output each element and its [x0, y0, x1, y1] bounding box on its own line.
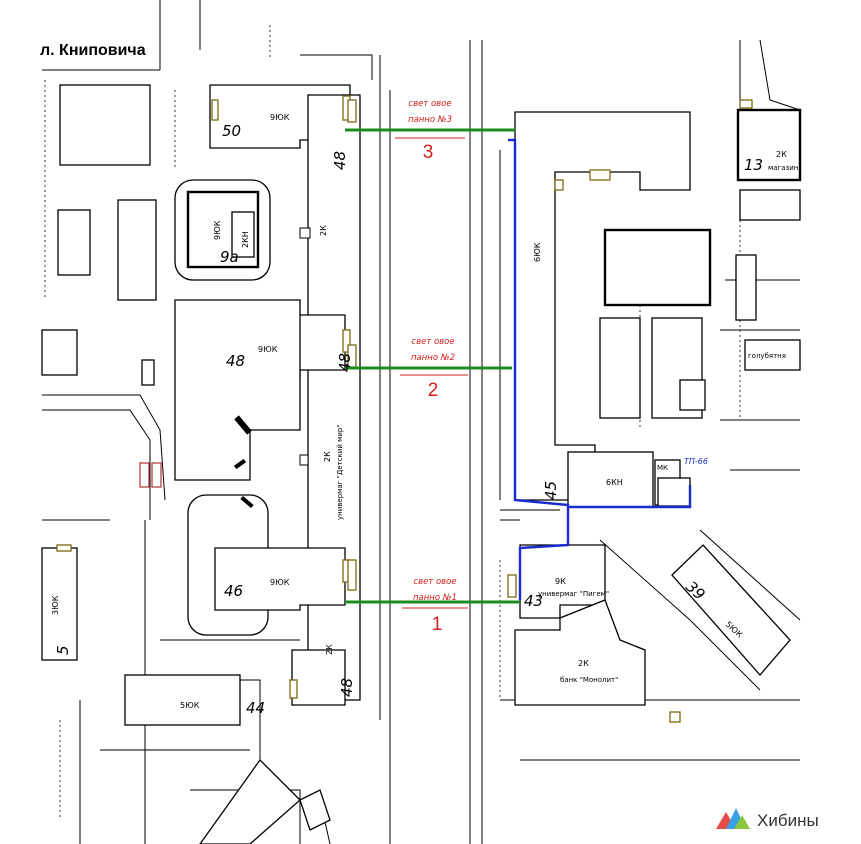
house-number-45: 45 — [542, 481, 560, 500]
building-9a-annex — [231, 211, 255, 258]
floors-48-middle: 9ЮК — [258, 345, 278, 354]
power-cable-tp — [568, 485, 692, 509]
house-number-48-bottom: 48 — [338, 678, 356, 697]
floors-44: 5ЮК — [180, 701, 200, 710]
floors-46: 9ЮК — [270, 578, 290, 587]
note-children-world: универмаг "Детский мир" — [336, 424, 344, 520]
courtyard-kiosk — [679, 379, 706, 411]
house-number-46: 46 — [224, 582, 243, 600]
courtyard-building — [603, 228, 712, 307]
buildings — [41, 84, 802, 844]
building-bottom-diagonal — [199, 758, 301, 844]
building-top-left — [59, 84, 151, 166]
house-number-44: 44 — [246, 699, 265, 717]
block-middle-left — [174, 299, 301, 481]
floors-50: 9ЮК — [270, 113, 290, 122]
note-13: магазин — [768, 164, 798, 172]
note-bank: банк "Монолит" — [560, 676, 618, 684]
panel-1-number: 1 — [432, 614, 443, 635]
power-cable-blue — [508, 138, 570, 600]
floors-2k-bank: 2К — [578, 659, 589, 668]
panel-2-label-line1: свет овое — [411, 337, 454, 347]
building-kiosk — [141, 359, 155, 386]
panel-1-label-line1: свет овое — [413, 577, 456, 587]
building-left-small — [57, 209, 91, 276]
note-dovecote: голубятня — [748, 352, 786, 360]
panel-3-label-line1: свет овое — [408, 99, 451, 109]
house-number-5: 5 — [54, 645, 72, 655]
building-bottom-small — [299, 789, 331, 831]
floors-48-top-long: 2К — [319, 225, 328, 236]
cable-routes — [345, 128, 692, 609]
street-name: л. Книповича — [40, 42, 146, 59]
building-5 — [41, 547, 78, 661]
panel-2-label-line2: панно №2 — [411, 353, 455, 363]
building-43 — [519, 544, 606, 619]
house-number-48-middle: 48 — [226, 352, 245, 370]
building-39 — [671, 544, 791, 676]
markers — [139, 227, 311, 509]
panel-1-label-line2: панно №1 — [413, 593, 457, 603]
panel-2-number: 2 — [428, 380, 439, 401]
mountain-green-icon — [734, 815, 750, 829]
building-2k-bank — [514, 599, 646, 706]
building-right-small — [735, 254, 757, 321]
floors-9a-side: 2КН — [241, 231, 250, 248]
building-46 — [214, 547, 346, 611]
floors-9a: 9ЮК — [213, 220, 222, 240]
floors-48-bottom: 2К — [325, 644, 334, 655]
courtyard-garage-1 — [599, 317, 641, 419]
house-number-48-long: 48 — [336, 353, 354, 372]
house-number-48-top: 48 — [331, 151, 349, 170]
floors-48-long: 2К — [323, 451, 332, 462]
mk-label: МК — [657, 464, 668, 472]
floors-5: 3ЮК — [51, 595, 60, 615]
house-number-13: 13 — [744, 156, 763, 174]
house-number-50: 50 — [222, 122, 241, 140]
building-6kn — [567, 451, 654, 508]
brand-logo-text: Хибины — [757, 811, 819, 830]
floors-6kn: 6КН — [606, 478, 623, 487]
substation-tp66 — [657, 477, 691, 507]
house-number-43: 43 — [524, 592, 543, 610]
building-44 — [124, 674, 241, 726]
building-48-long — [307, 94, 361, 701]
panel-3-label-line2: панно №3 — [408, 115, 452, 125]
note-shop-43: универмаг "Пигем" — [538, 590, 609, 598]
brand-logo: Хибины — [716, 808, 819, 830]
building-entries — [56, 95, 753, 723]
panel-3-number: 3 — [423, 142, 434, 163]
floors-6: 6ЮК — [533, 242, 542, 262]
building-left-edge — [41, 329, 78, 376]
substation-label: ТП-66 — [684, 457, 708, 466]
floors-43: 9К — [555, 577, 566, 586]
house-number-9a: 9а — [220, 248, 239, 266]
building-13 — [736, 108, 802, 182]
floors-13: 2К — [776, 150, 787, 159]
building-left-mid — [117, 199, 157, 301]
building-13-annex — [739, 189, 801, 221]
building-dovecote — [744, 339, 801, 371]
